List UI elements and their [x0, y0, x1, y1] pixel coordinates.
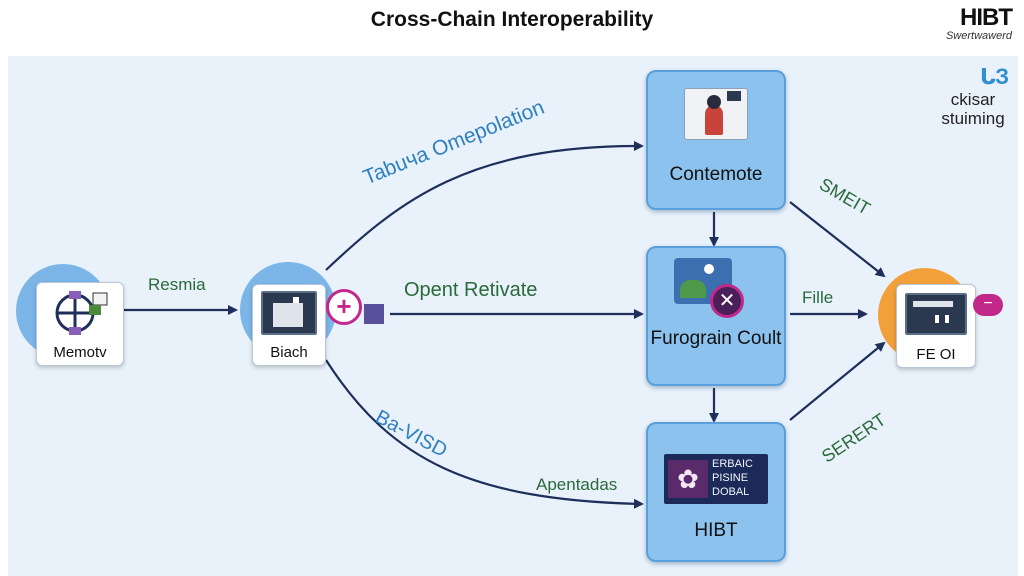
target-node-card[interactable]: FE OI [896, 284, 976, 368]
side-logo: ᒐЗ ckisar stuiming [938, 64, 1009, 128]
diagram-canvas [8, 56, 1018, 576]
side-logo-text: ckisar stuiming [941, 90, 1005, 128]
brand-name: HIBT [960, 4, 1013, 31]
side-logo-mark: ᒐЗ [979, 64, 1009, 89]
page-title: Cross-Chain Interoperability [370, 8, 654, 31]
header-band [0, 0, 1024, 50]
edge-top-to-target [789, 201, 886, 278]
top-box-label: Contemote [669, 164, 763, 185]
minus-icon[interactable]: − [973, 294, 1003, 316]
person-monitor-icon [684, 88, 748, 140]
source-node-card[interactable]: Biach [252, 284, 326, 366]
connector-square [364, 304, 384, 324]
bottom-panel-text: ERBAIC PISINE DOBAL [712, 458, 753, 498]
lotus-icon: ✿ [668, 460, 708, 498]
edge-source-to-top [325, 140, 644, 271]
source-node-label: Biach [270, 344, 308, 361]
edge-source-to-bottom [325, 359, 644, 509]
top-box[interactable]: Contemote [646, 70, 786, 210]
cross-badge-icon: ✕ [710, 284, 744, 318]
target-node-label: FE OI [916, 346, 956, 363]
add-icon[interactable]: + [326, 289, 362, 325]
bottom-panel: ✿ ERBAIC PISINE DOBAL [664, 454, 768, 504]
left-node-card[interactable]: Memotv [36, 282, 124, 366]
left-node-label: Memotv [53, 344, 107, 361]
middle-box[interactable]: ✕ Furograin Coult [646, 246, 786, 386]
terminal-icon [905, 293, 967, 335]
middle-box-label: Furograin Coult [650, 328, 782, 349]
edge-label-retivate: Opent Retivate [404, 279, 538, 301]
monitor-icon [261, 291, 317, 335]
bottom-box-label: HIBT [694, 520, 738, 541]
bottom-box[interactable]: ✿ ERBAIC PISINE DOBAL HIBT [646, 422, 786, 562]
edge-bottom-to-target [789, 341, 886, 421]
edge-label-apentadas: Apentadas [536, 475, 618, 494]
edge-label-fille: Fille [802, 288, 834, 307]
brand-tagline: Swertwawerd [945, 30, 1012, 42]
brand-logo: HIBT Swertwawerd [945, 4, 1013, 43]
edge-label-resmia: Resmia [148, 275, 206, 294]
network-icon [55, 291, 108, 335]
